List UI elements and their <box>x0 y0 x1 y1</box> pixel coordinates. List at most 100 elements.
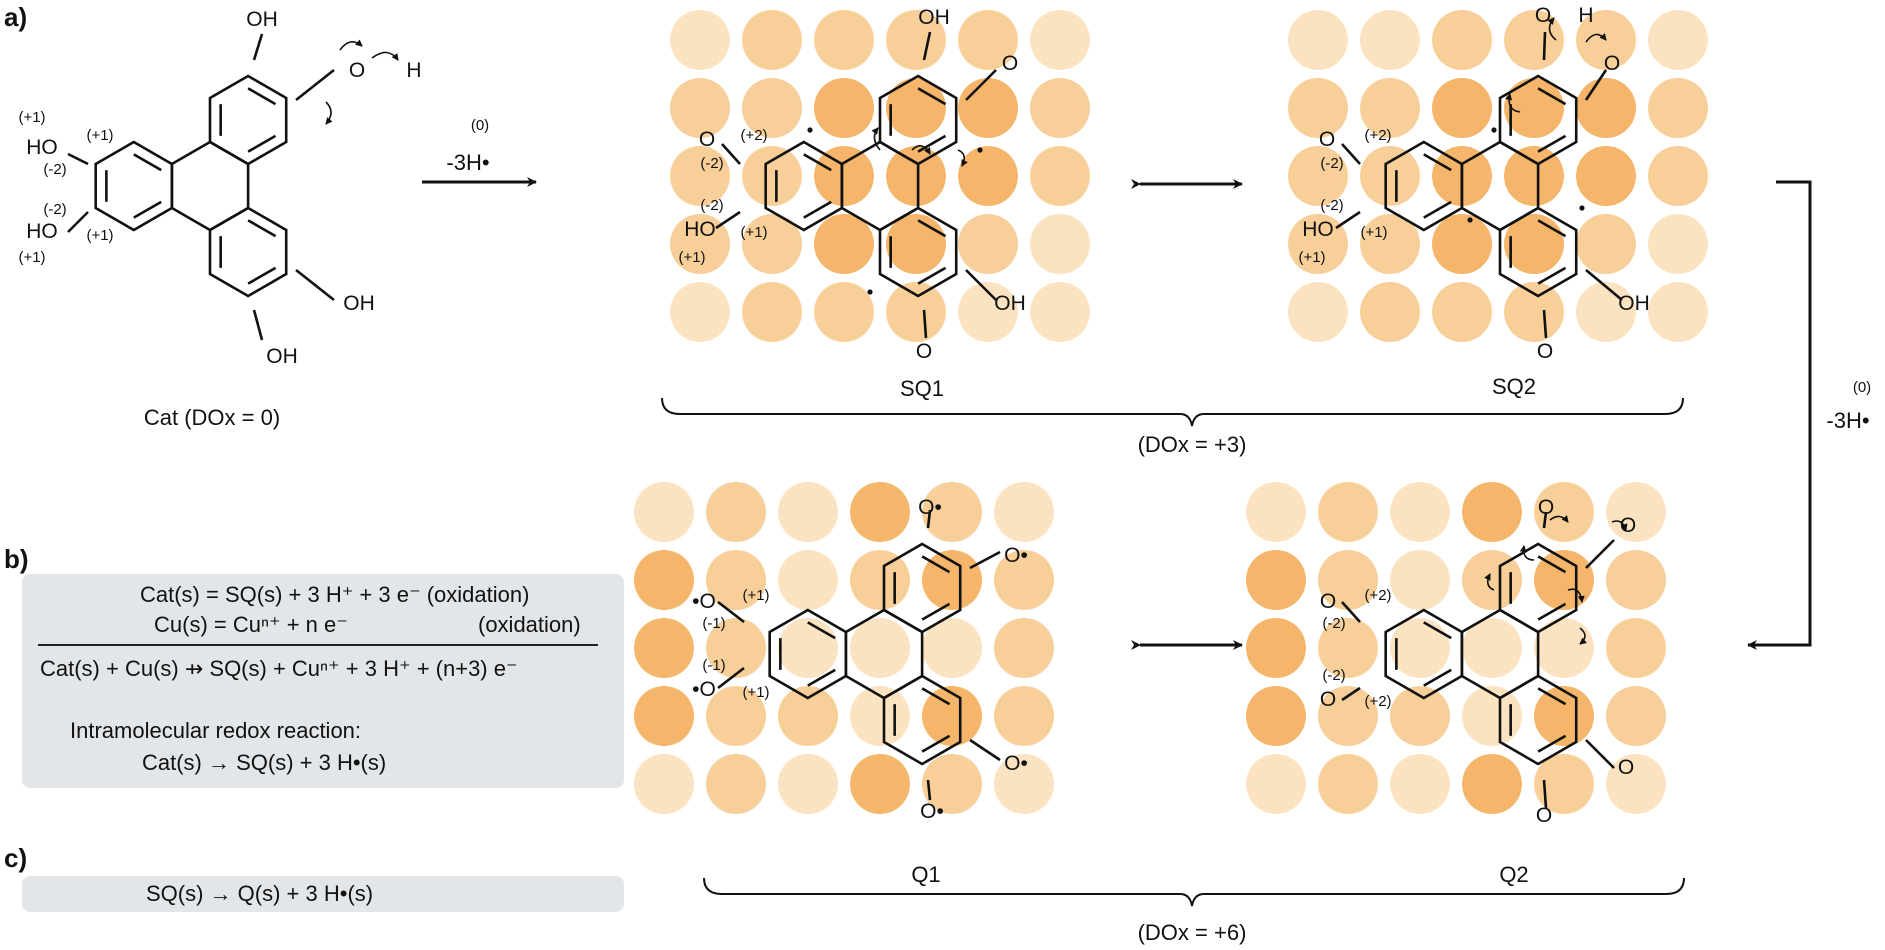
surface-atom <box>1360 78 1420 138</box>
mol-sq1-substituent-bond <box>965 269 997 301</box>
mol-cat-substituent-bond <box>252 33 264 61</box>
cat-ho-lower: HO <box>26 220 58 243</box>
surface-atom <box>922 686 982 746</box>
surface-atom <box>814 146 874 206</box>
surface-atom <box>922 482 982 542</box>
surface-atom <box>670 146 730 206</box>
sq1-o-top-right: O <box>1002 52 1018 75</box>
q1-label: Q1 <box>911 862 940 887</box>
surface-atom <box>886 214 946 274</box>
mol-q2-lower-ring <box>1498 674 1578 766</box>
surface-atom <box>1318 754 1378 814</box>
surface-atom <box>1360 10 1420 70</box>
sq2-molecule <box>1335 31 1623 339</box>
surface-atom <box>1648 10 1708 70</box>
mol-sq2-upper-ring-double-bond <box>1537 134 1567 153</box>
sq2-h-top: H <box>1578 4 1593 27</box>
sq1-ox-plus1-b: (+1) <box>678 249 705 266</box>
sq2-ox-plus1-a: (+1) <box>1360 224 1387 241</box>
surface-atom <box>1534 754 1594 814</box>
step2-arrow <box>1747 180 1812 650</box>
mol-q1-left-ring <box>768 608 848 700</box>
surface-atom <box>634 618 694 678</box>
electron-arrow <box>1611 520 1628 531</box>
electron-arrow <box>1505 93 1521 113</box>
mol-q1-substituent-bond <box>926 779 932 801</box>
surface-atom <box>1030 282 1090 342</box>
q2-o-top: O <box>1538 496 1554 519</box>
step2-label: -3H• <box>1826 408 1869 433</box>
cat-ox-plus1-d: (+1) <box>18 249 45 266</box>
cat-ho-upper: HO <box>26 136 58 159</box>
cat-oh-bottom-right: OH <box>343 292 375 315</box>
surface-atom <box>742 78 802 138</box>
surface-atom <box>1390 754 1450 814</box>
cat-oh-top: OH <box>246 8 278 31</box>
mol-sq2-upper-ring <box>1498 74 1578 166</box>
surface-atom <box>814 10 874 70</box>
mol-cat-left-ring <box>94 140 174 232</box>
surface-atom <box>1504 282 1564 342</box>
mol-q1-lower-ring-double-bond <box>921 687 951 706</box>
surface-atom <box>706 754 766 814</box>
surface-atom <box>1576 78 1636 138</box>
mol-cat-substituent-bond <box>252 309 264 341</box>
mol-sq1-substituent-bond <box>922 31 932 61</box>
sq1-ox-minus2-b: (-2) <box>700 197 723 214</box>
cat-caption: Cat (DOx = 0) <box>144 405 280 430</box>
surface-atom <box>994 550 1054 610</box>
mol-cat-left-ring-double-bond <box>133 153 162 172</box>
mol-sq2-lower-ring-double-bond <box>1537 219 1567 238</box>
radical-dot <box>1467 217 1473 223</box>
surface-atom <box>958 214 1018 274</box>
mol-q1-upper-ring-double-bond <box>921 555 951 574</box>
surface-atom <box>1030 146 1090 206</box>
sq2-o-bottom: O <box>1537 340 1553 363</box>
mol-q2-substituent-bond <box>1585 539 1615 569</box>
surface-atom <box>1288 214 1348 274</box>
sq2-surface-grid <box>1288 10 1708 342</box>
q2-o-left-lower: O <box>1320 688 1336 711</box>
mol-cat-upper-ring-double-bond <box>247 87 277 106</box>
q1-surface-grid <box>634 482 1054 814</box>
surface-atom <box>1534 482 1594 542</box>
surface-atom <box>1246 618 1306 678</box>
mol-sq2-substituent-bond <box>1542 31 1547 61</box>
cat-ox-plus1-a: (+1) <box>18 109 45 126</box>
surface-atom <box>958 146 1018 206</box>
q1-orad-bottom-right: O• <box>1004 752 1028 775</box>
step2-zero-label: (0) <box>1853 379 1871 396</box>
mol-sq1-substituent-bond <box>965 69 997 101</box>
q2-o-bottom: O <box>1536 804 1552 827</box>
surface-atom <box>778 754 838 814</box>
surface-atom <box>1318 686 1378 746</box>
electron-arrow <box>371 51 399 61</box>
surface-atom <box>1432 78 1492 138</box>
mol-cat-substituent-bond <box>295 268 335 302</box>
electron-arrow <box>325 101 333 125</box>
cat-labels: OH O H HO HO OH OH (+1) (+1) (-2) (-2) (… <box>18 8 421 368</box>
mol-sq2-lower-ring <box>1498 206 1578 298</box>
mol-q2-substituent-bond <box>1341 601 1361 623</box>
sq1-label: SQ1 <box>900 376 944 401</box>
mol-cat-lower-ring-double-bond <box>247 219 277 238</box>
q2-o-bottom-right: O <box>1618 756 1634 779</box>
mol-sq2-left-ring-double-bond <box>1423 153 1452 172</box>
surface-atom <box>1648 78 1708 138</box>
sq1-o-left: O <box>699 128 715 151</box>
sq-dox-label: (DOx = +3) <box>1138 432 1247 457</box>
surface-atom <box>814 78 874 138</box>
mol-sq1-left-ring-double-bond <box>803 200 832 219</box>
mol-cat-upper-ring-double-bond <box>247 134 277 153</box>
surface-atom <box>1576 146 1636 206</box>
q2-ox-minus2-a: (-2) <box>1322 615 1345 632</box>
surface-atom <box>1648 282 1708 342</box>
electron-arrow <box>1484 573 1495 591</box>
surface-atom <box>634 686 694 746</box>
mol-q1-lower-ring <box>882 674 962 766</box>
surface-atom <box>958 10 1018 70</box>
surface-atom <box>1606 686 1666 746</box>
q2-ox-plus2-a: (+2) <box>1364 587 1391 604</box>
mol-q2-lower-ring-double-bond <box>1537 687 1567 706</box>
